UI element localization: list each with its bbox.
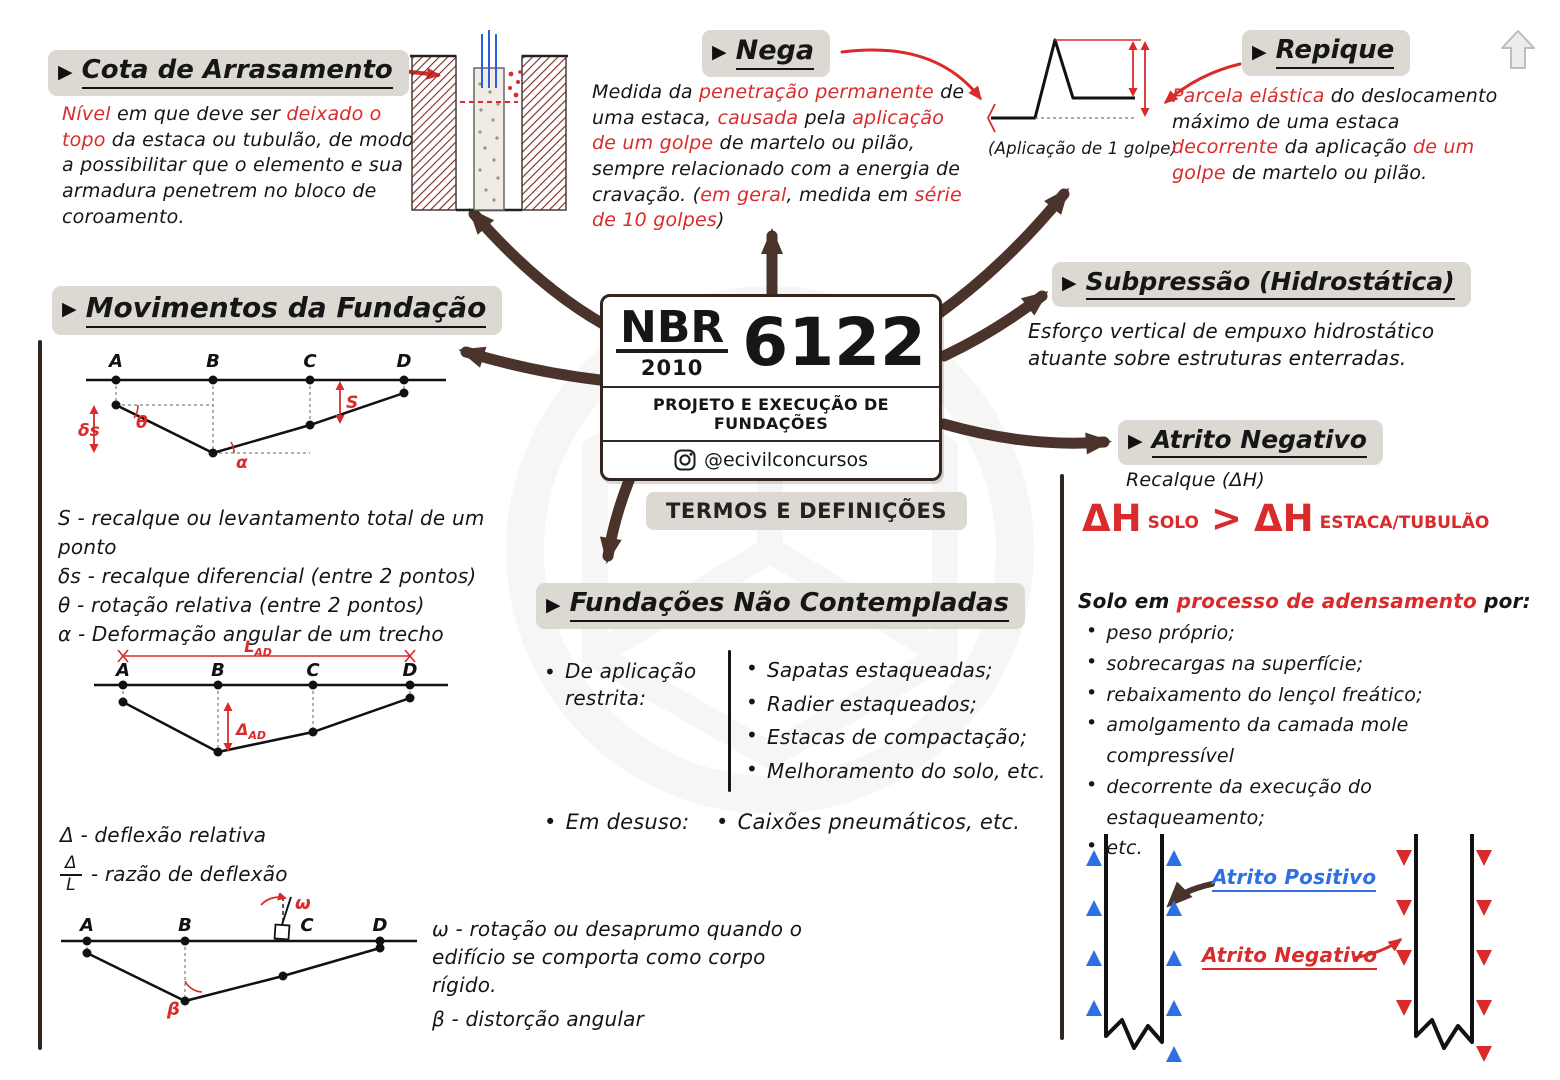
section-title-text: Movimentos da Fundação [85, 291, 487, 328]
fundacoes-group1-items: •Sapatas estaqueadas; •Radier estaqueado… [746, 654, 1046, 788]
repique-section-title: ▶ Repique [1242, 30, 1411, 76]
beta-label: β [166, 999, 180, 1020]
fundacoes-section-title: ▶ Fundações Não Contempladas [536, 583, 1026, 629]
fundacoes-group2-label: •Em desuso: [544, 810, 690, 834]
section-title-text: Atrito Negativo [1151, 425, 1367, 458]
section-title-text: Repique [1275, 35, 1395, 69]
list-item: •peso próprio; [1086, 620, 1236, 644]
settlement-diagram-3: A B C D ω β [61, 893, 417, 1020]
nega-repique-diagram [986, 38, 1150, 133]
list-item: •sobrecargas na superfície; [1086, 650, 1364, 675]
positive-friction-arrows [1086, 850, 1182, 1062]
fundacoes-group1-label: •De aplicação restrita: [544, 659, 697, 710]
play-icon: ▶ [62, 298, 77, 320]
list-item: •rebaixamento do lençol freático; [1086, 681, 1423, 706]
atrito-section-title: ▶ Atrito Negativo [1118, 420, 1383, 465]
list-item: •amolgamento da camada mole compressível [1086, 712, 1409, 768]
settlement-diagram-2: LAD A B C D ΔAD [94, 640, 448, 757]
instagram-icon [674, 449, 696, 471]
point-label: C [300, 915, 314, 936]
theta-label: θ [136, 413, 148, 433]
atrito-bullet-list: •peso próprio; •sobrecargas na superfíci… [1086, 618, 1536, 864]
section-title-text: Nega [735, 35, 815, 70]
atrito-positivo-label: Atrito Positivo [1212, 864, 1377, 892]
theme-label: TERMOS E DEFINIÇÕES [646, 492, 968, 530]
play-icon: ▶ [712, 41, 727, 63]
instagram-row: @ecivilconcursos [603, 439, 939, 478]
movimentos-legend-1: S - recalque ou levantamento total de um… [58, 506, 485, 646]
list-item: •decorrente da execução do estaqueamento… [1086, 773, 1373, 829]
list-item: •Caixões pneumáticos, etc. [716, 810, 1021, 834]
negative-pile [1414, 834, 1474, 1050]
point-label: D [397, 351, 412, 372]
subpressao-description: Esforço vertical de empuxo hidrostático … [1028, 319, 1435, 370]
play-icon: ▶ [1252, 40, 1267, 63]
play-icon: ▶ [546, 593, 561, 616]
repique-description: Parcela elástica do deslocamento máximo … [1172, 85, 1498, 184]
point-label: A [114, 660, 130, 681]
play-icon: ▶ [1128, 430, 1143, 452]
section-title-text: Cota de Arrasamento [81, 55, 393, 89]
cota-diagram [410, 30, 568, 212]
fundacoes-divider [728, 650, 731, 792]
delta-s-label: δs [78, 421, 100, 441]
point-label: B [206, 351, 220, 372]
list-item: •etc. [1086, 835, 1143, 860]
alpha-label: α [236, 453, 248, 473]
s-label: S [346, 393, 358, 413]
nbr-subtitle: PROJETO E EXECUÇÃO DE FUNDAÇÕES [603, 385, 939, 440]
omega-label: ω [295, 893, 311, 914]
atrito-recalque-label: Recalque (ΔH) [1126, 469, 1265, 491]
movimentos-divider-line [38, 340, 42, 1050]
positive-pile [1104, 834, 1164, 1050]
subpressao-section-title: ▶ Subpressão (Hidrostática) [1052, 262, 1471, 307]
nbr-year: 2010 [640, 355, 704, 380]
list-item: •Radier estaqueados; [746, 689, 977, 716]
section-title-text: Fundações Não Contempladas [569, 588, 1010, 622]
point-label: D [373, 915, 388, 936]
atrito-intro: Solo em processo de adensamento por: [1078, 589, 1531, 613]
list-item: •Melhoramento do solo, etc. [746, 756, 1046, 783]
nega-diagram-caption: (Aplicação de 1 golpe) [988, 139, 1178, 158]
point-label: A [78, 915, 94, 936]
nega-description: Medida da penetração permanente de uma e… [592, 81, 965, 232]
section-title-text: Subpressão (Hidrostática) [1085, 267, 1455, 300]
play-icon: ▶ [1062, 272, 1077, 294]
list-item: •Sapatas estaqueadas; [746, 656, 993, 682]
play-icon: ▶ [58, 60, 73, 83]
point-label: C [306, 660, 320, 681]
point-label: A [107, 351, 123, 372]
movimentos-legend-3: ω - rotação ou desaprumo quando o edifíc… [432, 917, 803, 1031]
fundacoes-group2-items: •Caixões pneumáticos, etc. [716, 808, 1020, 837]
lad-label: LAD [244, 640, 272, 659]
delta-ad-label: ΔAD [234, 720, 266, 742]
point-label: B [178, 915, 192, 936]
atrito-negativo-label: Atrito Negativo [1202, 942, 1378, 970]
settlement-diagram-1: A B C D δs S θ α [78, 351, 446, 473]
cota-section-title: ▶ Cota de Arrasamento [48, 50, 409, 96]
nbr-code: 6122 [742, 304, 926, 382]
list-item: •Estacas de compactação; [746, 723, 1028, 750]
point-label: B [211, 660, 225, 681]
instagram-handle: @ecivilconcursos [703, 448, 869, 471]
atrito-piles-diagram [1086, 834, 1492, 1062]
point-label: D [403, 660, 418, 681]
nega-section-title: ▶ Nega [702, 30, 831, 77]
nbr-label: NBR [616, 306, 729, 353]
point-label: C [303, 351, 317, 372]
back-to-top-icon[interactable] [1498, 28, 1538, 72]
negative-friction-arrows [1396, 850, 1492, 1062]
cota-description: Nível em que deve ser deixado o topo da … [62, 103, 414, 228]
nbr-card: NBR 2010 6122 PROJETO E EXECUÇÃO DE FUND… [600, 294, 942, 481]
movimentos-section-title: ▶ Movimentos da Fundação [52, 286, 503, 335]
atrito-divider-line [1060, 474, 1064, 1040]
